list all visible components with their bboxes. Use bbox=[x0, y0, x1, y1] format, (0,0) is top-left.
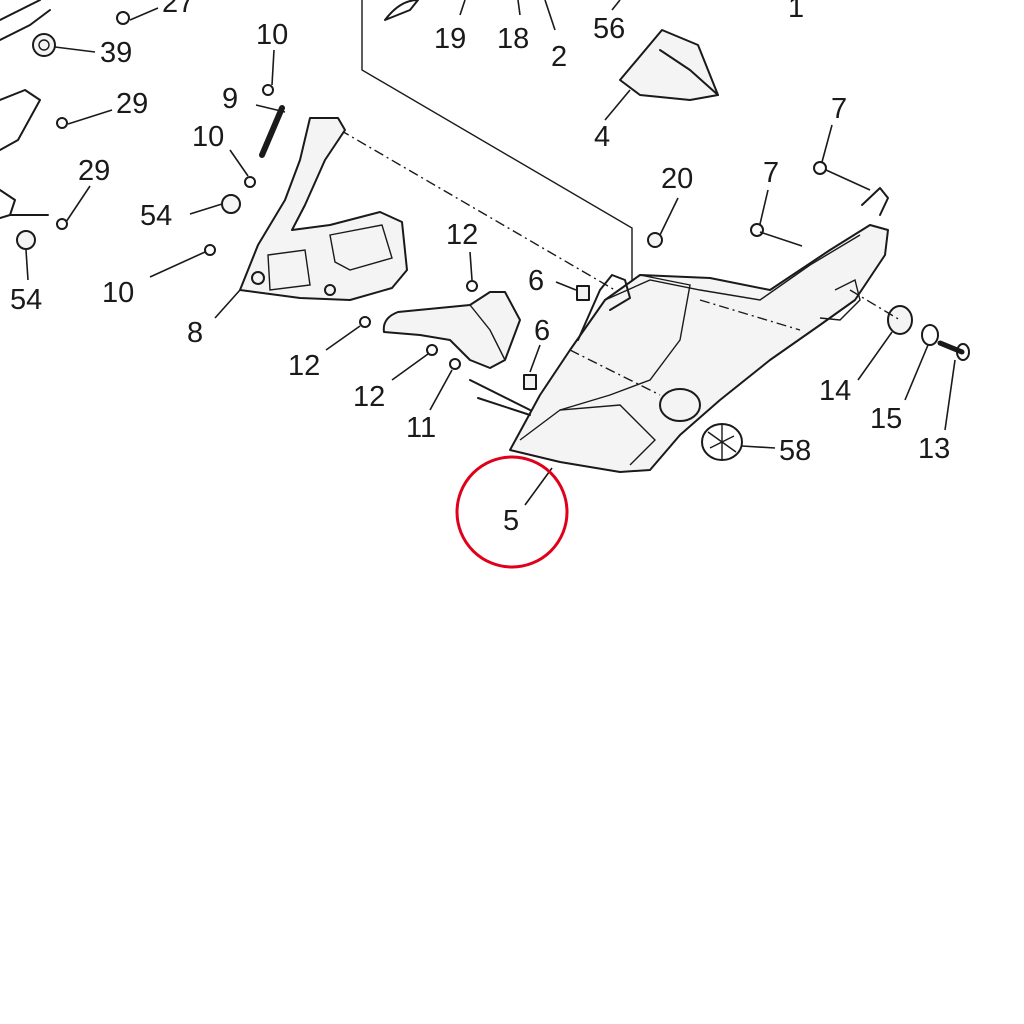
bolt-10-mid bbox=[244, 176, 256, 188]
grommet-54-mid bbox=[221, 194, 241, 214]
callout-56: 56 bbox=[593, 13, 625, 45]
grommet-39 bbox=[32, 33, 56, 57]
grommet-54-left bbox=[16, 230, 36, 250]
callout-4: 4 bbox=[594, 121, 610, 153]
bolt-7-lower bbox=[750, 223, 764, 237]
grommet-hole bbox=[659, 388, 701, 422]
bolt-12-top bbox=[466, 280, 478, 292]
callout-18: 18 bbox=[497, 23, 529, 55]
bolt-13 bbox=[937, 340, 965, 355]
callout-29-upper: 29 bbox=[116, 88, 148, 120]
callout-19: 19 bbox=[434, 23, 466, 55]
callout-13: 13 bbox=[918, 433, 950, 465]
callout-14: 14 bbox=[819, 375, 851, 407]
callout-15: 15 bbox=[870, 403, 902, 435]
callout-12-top: 12 bbox=[446, 219, 478, 251]
callout-58: 58 bbox=[779, 435, 811, 467]
bracket-mid-left bbox=[0, 89, 41, 151]
callout-labels: 27 39 29 29 54 54 10 10 10 9 8 12 12 12 … bbox=[10, 0, 950, 537]
callout-8: 8 bbox=[187, 317, 203, 349]
callout-10-mid: 10 bbox=[192, 121, 224, 153]
rod-9 bbox=[259, 105, 285, 158]
screw-11 bbox=[449, 358, 461, 370]
callout-10-top: 10 bbox=[256, 19, 288, 51]
callout-2: 2 bbox=[551, 41, 567, 73]
callout-6-lower: 6 bbox=[534, 315, 550, 347]
callout-20: 20 bbox=[661, 163, 693, 195]
highlight-circle bbox=[455, 455, 569, 569]
part-4-cover bbox=[619, 29, 719, 101]
callout-7-upper: 7 bbox=[831, 93, 847, 125]
callout-29-lower: 29 bbox=[78, 155, 110, 187]
bolt-7-upper bbox=[813, 161, 827, 175]
bolt-27-head bbox=[116, 11, 130, 25]
bolt-12-low bbox=[426, 344, 438, 356]
bolt-29-upper-head bbox=[56, 117, 68, 129]
collar-14 bbox=[887, 305, 913, 335]
duct-cover bbox=[382, 291, 521, 369]
part-4-edge bbox=[659, 49, 719, 96]
leader-lines bbox=[25, 0, 956, 506]
part-19-shape bbox=[384, 0, 419, 21]
reference-frame bbox=[361, 0, 633, 300]
callout-6-upper: 6 bbox=[528, 265, 544, 297]
callout-1: 1 bbox=[788, 0, 804, 24]
callout-12-low: 12 bbox=[353, 381, 385, 413]
callout-7-lower: 7 bbox=[763, 157, 779, 189]
callout-9: 9 bbox=[222, 83, 238, 115]
bolt-12-left bbox=[359, 316, 371, 328]
callout-5: 5 bbox=[503, 505, 519, 537]
nut-20 bbox=[647, 232, 663, 248]
callout-39: 39 bbox=[100, 37, 132, 69]
bolt-29-lower-head bbox=[56, 218, 68, 230]
bracket-lower-left bbox=[0, 189, 49, 219]
callout-12-left: 12 bbox=[288, 350, 320, 382]
callout-10-low: 10 bbox=[102, 277, 134, 309]
callout-11: 11 bbox=[406, 412, 436, 444]
bolt-10-low bbox=[204, 244, 216, 256]
bolt-10-top bbox=[262, 84, 274, 96]
callout-54-mid: 54 bbox=[140, 200, 172, 232]
reference-line bbox=[339, 129, 633, 301]
callout-54-left: 54 bbox=[10, 284, 42, 316]
bracket-top-left bbox=[0, 0, 51, 41]
nut-6-lower bbox=[523, 374, 537, 390]
washer-15 bbox=[921, 324, 939, 346]
callout-27: 27 bbox=[162, 0, 194, 19]
nut-6-upper bbox=[576, 285, 590, 301]
side-cowling-5 bbox=[509, 224, 889, 473]
stay-bracket-8 bbox=[239, 117, 408, 301]
